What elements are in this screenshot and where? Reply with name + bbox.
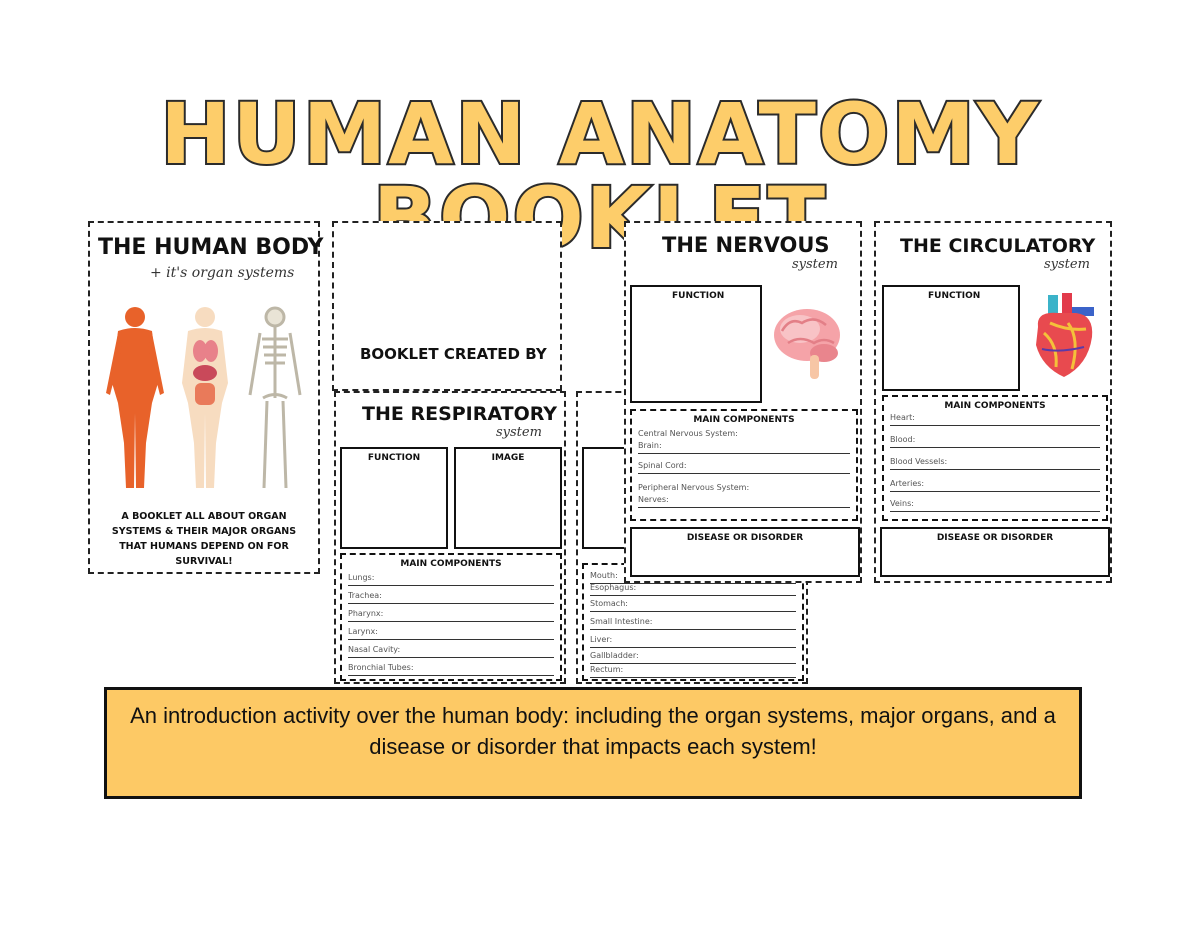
muscle-figure	[106, 307, 164, 488]
body-figures-illustration	[106, 306, 302, 489]
circulatory-component: Blood:	[890, 435, 1100, 448]
respiratory-component: Bronchial Tubes:	[348, 663, 554, 676]
circulatory-function-label: FUNCTION	[928, 291, 981, 301]
respiratory-component: Pharynx:	[348, 609, 554, 622]
circulatory-page: THE CIRCULATORY system FUNCTION MAIN COM…	[874, 221, 1112, 583]
organ-figure	[182, 307, 228, 488]
brain-icon	[774, 309, 840, 379]
cover-description: A BOOKLET ALL ABOUT ORGAN SYSTEMS & THEI…	[111, 511, 297, 567]
digestive-component: Gallbladder:	[590, 651, 796, 664]
credits-page: BOOKLET CREATED BY	[332, 221, 562, 391]
caption-box: An introduction activity over the human …	[104, 687, 1082, 799]
nervous-disease-box: DISEASE OR DISORDER	[630, 527, 860, 577]
circulatory-disease-label: DISEASE OR DISORDER	[936, 533, 1054, 543]
nervous-components-label: MAIN COMPONENTS	[693, 415, 795, 425]
respiratory-image-label: IMAGE	[491, 453, 525, 463]
digestive-component: Liver:	[590, 635, 796, 648]
heart-icon	[1036, 293, 1094, 377]
circulatory-heading: THE CIRCULATORY	[900, 235, 1096, 257]
respiratory-component: Nasal Cavity:	[348, 645, 554, 658]
nervous-heading: THE NERVOUS	[662, 233, 830, 257]
circulatory-component: Arteries:	[890, 479, 1100, 492]
respiratory-components-box: MAIN COMPONENTS Lungs: Trachea: Pharynx:…	[340, 553, 562, 681]
circulatory-script: system	[1044, 257, 1090, 272]
circulatory-disease-box: DISEASE OR DISORDER	[880, 527, 1110, 577]
respiratory-function-label: FUNCTION	[367, 453, 421, 463]
nervous-disease-label: DISEASE OR DISORDER	[686, 533, 804, 543]
respiratory-components-label: MAIN COMPONENTS	[400, 559, 502, 569]
digestive-component: Stomach:	[590, 599, 796, 612]
respiratory-heading: THE RESPIRATORY	[362, 403, 558, 425]
respiratory-script: system	[496, 425, 542, 440]
nervous-component: Nerves:	[638, 495, 850, 508]
cover-page: THE HUMAN BODY + it's organ systems A BO…	[88, 221, 324, 574]
respiratory-component: Trachea:	[348, 591, 554, 604]
circulatory-components-box: MAIN COMPONENTS Heart: Blood: Blood Vess…	[882, 395, 1108, 521]
booklet-title: HUMAN ANATOMY BOOKLET	[158, 85, 1040, 267]
circulatory-function-box: FUNCTION	[882, 285, 1020, 391]
nervous-component: Spinal Cord:	[638, 461, 850, 474]
respiratory-function-box: FUNCTION	[340, 447, 448, 549]
circulatory-component: Veins:	[890, 499, 1100, 512]
nervous-page: THE NERVOUS system FUNCTION MAIN COMPONE…	[624, 221, 862, 583]
circulatory-component: Heart:	[890, 413, 1100, 426]
digestive-component: Esophagus:	[590, 583, 796, 596]
nervous-component: Brain:	[638, 441, 850, 454]
respiratory-component: Larynx:	[348, 627, 554, 640]
nervous-component: Central Nervous System:	[638, 429, 738, 438]
nervous-function-label: FUNCTION	[672, 291, 725, 301]
credits-text: BOOKLET CREATED BY	[360, 345, 547, 363]
skeleton-figure	[248, 306, 302, 489]
nervous-script: system	[792, 257, 838, 272]
respiratory-page: THE RESPIRATORY system FUNCTION IMAGE MA…	[334, 391, 566, 684]
cover-heading: THE HUMAN BODY	[98, 235, 324, 260]
digestive-component: Rectum:	[590, 665, 796, 678]
digestive-component: Mouth:	[590, 571, 796, 584]
nervous-function-box: FUNCTION	[630, 285, 762, 403]
respiratory-component: Lungs:	[348, 573, 554, 586]
respiratory-image-box: IMAGE	[454, 447, 562, 549]
circulatory-component: Blood Vessels:	[890, 457, 1100, 470]
nervous-components-box: MAIN COMPONENTS Central Nervous System: …	[630, 409, 858, 521]
nervous-component: Peripheral Nervous System:	[638, 483, 750, 492]
circulatory-components-label: MAIN COMPONENTS	[944, 401, 1046, 411]
cover-subheading: + it's organ systems	[150, 265, 295, 281]
digestive-component: Small Intestine:	[590, 617, 796, 630]
